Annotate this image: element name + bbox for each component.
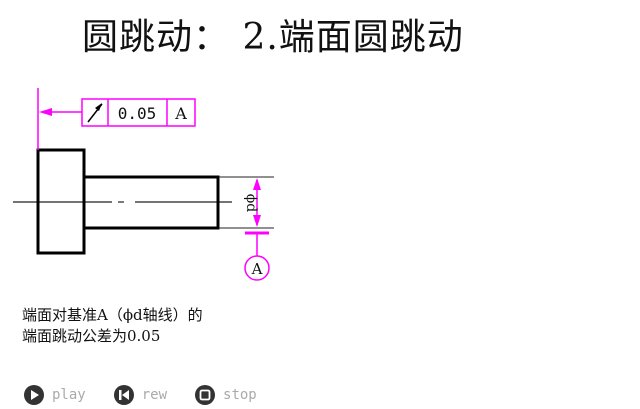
rewind-button[interactable]: rew [113, 385, 168, 405]
datum-symbol [244, 231, 270, 281]
playback-controls: play rew stop [24, 385, 285, 405]
rewind-label: rew [141, 387, 168, 403]
tolerance-datum: A [174, 104, 187, 123]
dimension-line [253, 178, 261, 227]
description-line-1: 端面对基准A（ϕd轴线）的 [22, 306, 203, 324]
tolerance-value: 0.05 [118, 104, 157, 123]
datum-circle-label: A [251, 260, 263, 278]
description-line-2: 端面跳动公差为0.05 [22, 327, 161, 345]
description: 端面对基准A（ϕd轴线）的 端面跳动公差为0.05 [22, 305, 203, 347]
runout-symbol-icon [87, 103, 103, 123]
stop-button[interactable]: stop [195, 385, 257, 405]
flange-outline [36, 148, 86, 255]
stop-icon [195, 385, 216, 405]
page-title: 圆跳动： 2.端面圆跳动 [82, 17, 464, 58]
leader-line [37, 88, 82, 150]
rewind-icon [113, 385, 134, 405]
play-icon [24, 385, 44, 405]
shaft-outline [84, 175, 220, 230]
play-label: play [52, 387, 86, 403]
tolerance-frame [81, 98, 196, 127]
dimension-label: ϕd [243, 194, 259, 213]
stop-label: stop [223, 387, 257, 403]
play-button[interactable]: play [24, 385, 86, 405]
